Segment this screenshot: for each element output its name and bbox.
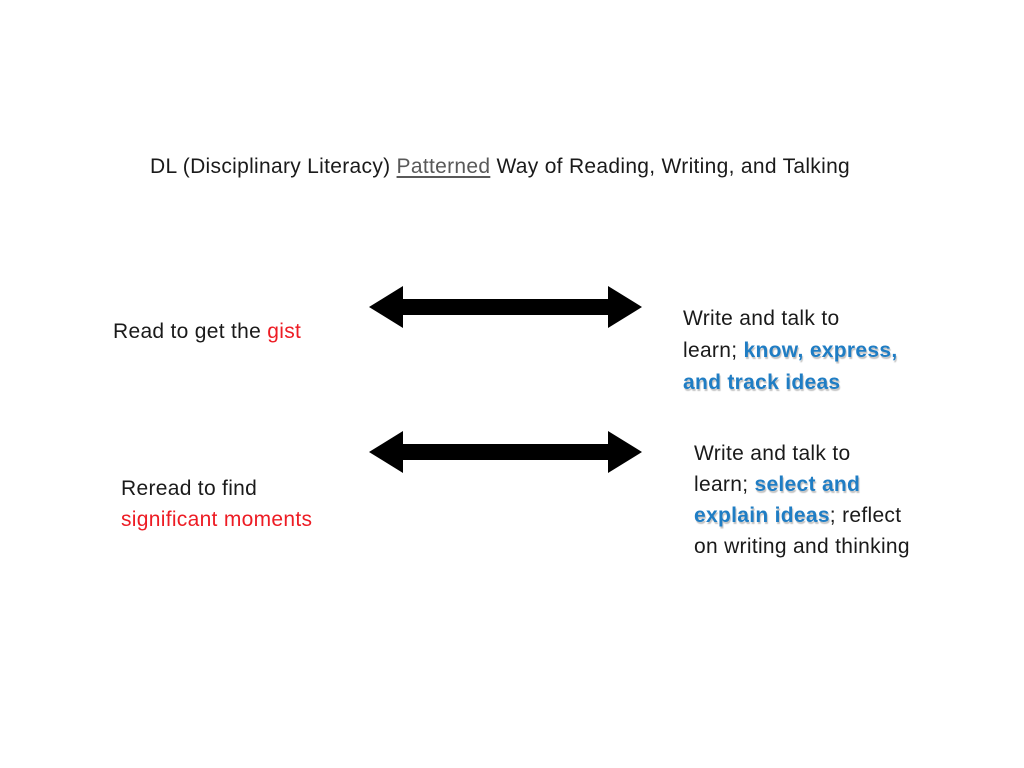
write2-black-tail-text: ; reflect on writing and thinking	[694, 504, 910, 558]
reread-moments-label: Reread to find significant moments	[121, 442, 312, 535]
write-select-explain-label: Write and talk to learn; select and expl…	[694, 407, 910, 562]
read-gist-red-text: gist	[267, 320, 302, 343]
double-arrow-shape	[369, 286, 642, 328]
slide-title: DL (Disciplinary Literacy) Patterned Way…	[150, 153, 850, 180]
read-gist-black-text: Read to get the	[113, 320, 268, 343]
write2-blue-text: select and explain ideas	[694, 473, 861, 527]
title-part1: DL (Disciplinary Literacy)	[150, 155, 397, 178]
patterned-link[interactable]: Patterned	[396, 155, 491, 178]
title-part2: Way of Reading, Writing, and Talking	[490, 155, 851, 178]
double-arrow-icon	[369, 431, 642, 473]
write1-black-text: Write and talk to learn;	[683, 307, 840, 362]
write-know-express-label: Write and talk to learn; know, express, …	[683, 271, 897, 399]
reread-black-text: Reread to find	[121, 477, 258, 500]
write1-blue-text: know, express, and track ideas	[683, 339, 898, 394]
reread-red-text: significant moments	[121, 508, 313, 531]
double-arrow-icon	[369, 286, 642, 328]
write2-black-lead-text: Write and talk to learn;	[694, 442, 851, 496]
read-gist-label: Read to get the gist	[113, 291, 301, 345]
double-arrow-shape	[369, 431, 642, 473]
